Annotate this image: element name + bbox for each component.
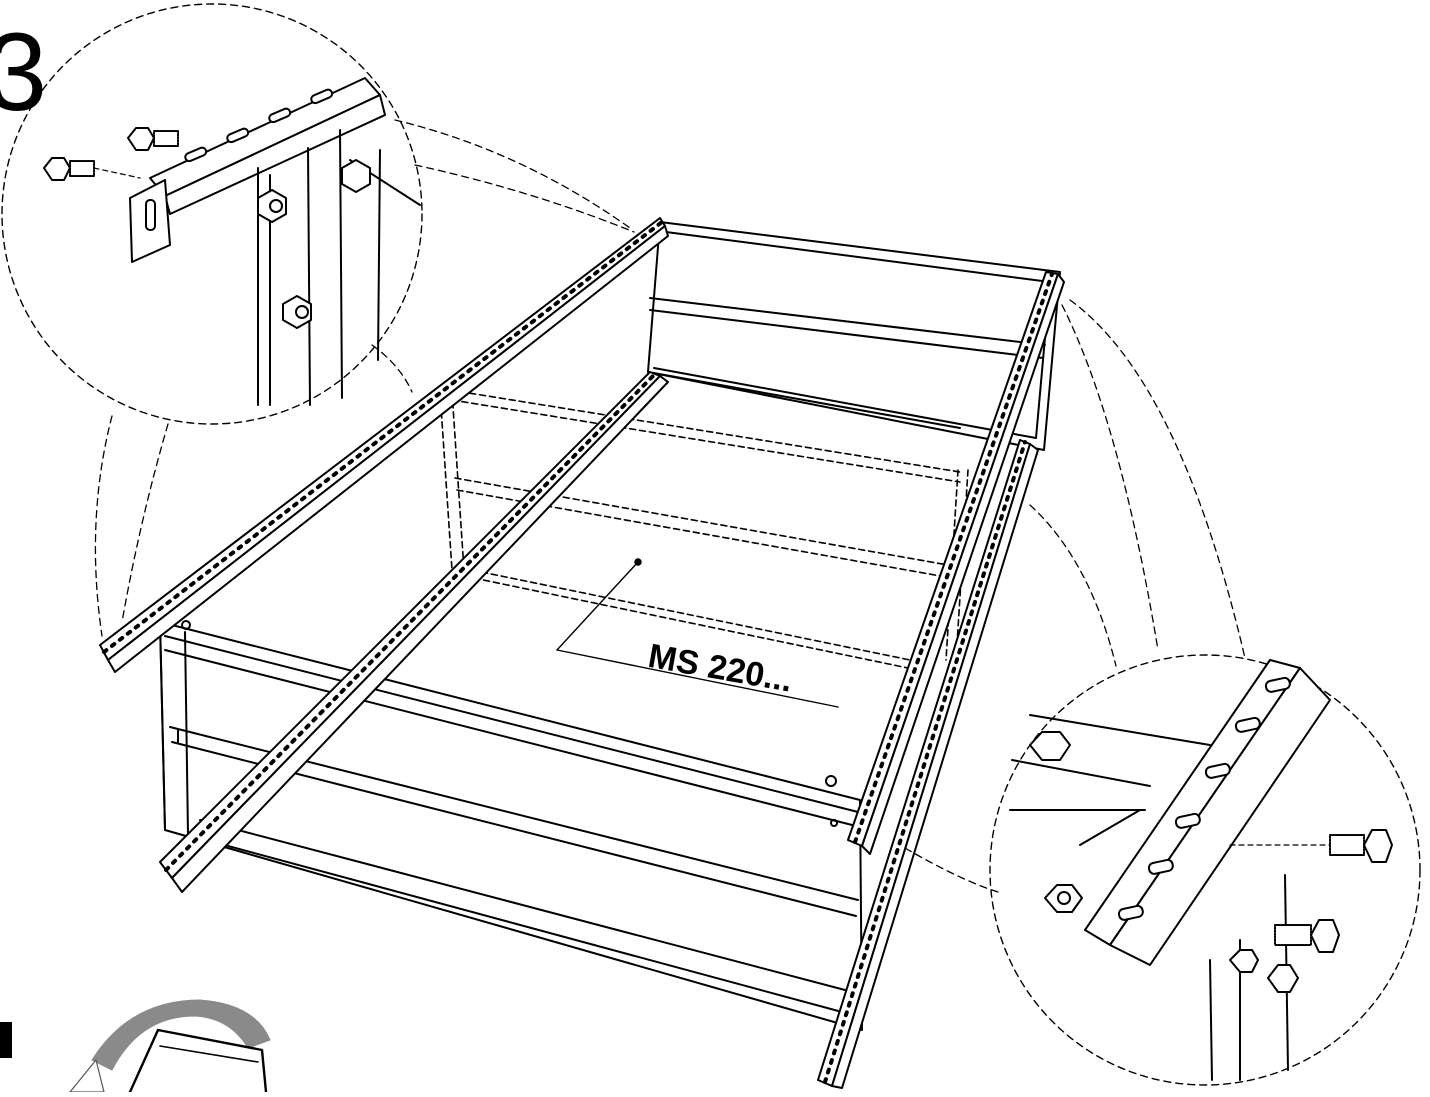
rail-center-diagonal (159, 371, 669, 893)
rail-right-top (847, 271, 1065, 855)
edge-mark (0, 1022, 12, 1058)
far-panel (647, 221, 1061, 451)
nut-icon (1029, 731, 1299, 993)
step-number: 3 (0, 11, 48, 134)
rail-left-top (99, 217, 669, 673)
bolt-icon (43, 127, 179, 181)
detail-callout-top-left (1, 3, 635, 637)
bolt-icon (1229, 829, 1393, 953)
detail-callout-bottom-right (904, 299, 1421, 1086)
rail-right-lower (817, 439, 1039, 1089)
part-leader (556, 558, 839, 708)
rotate-arrow-icon (69, 999, 271, 1094)
nut-icon (257, 159, 371, 329)
